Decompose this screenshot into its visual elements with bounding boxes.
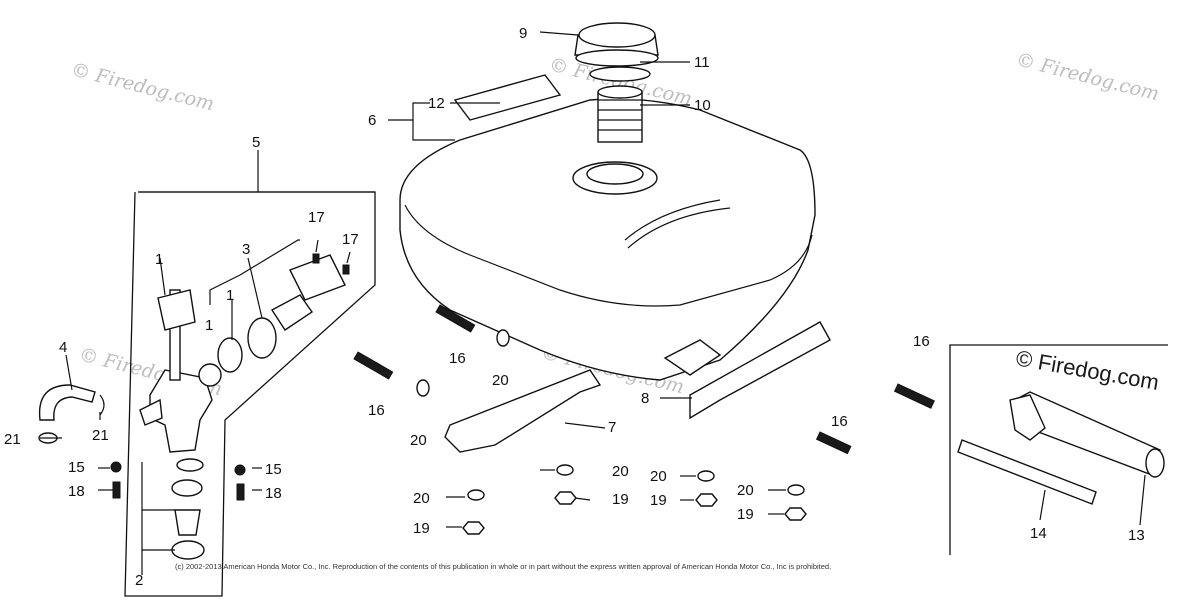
callout-4: 4 [59,339,67,356]
callouts: 9 11 10 12 6 5 17 17 3 1 1 1 4 21 21 15 … [4,25,1145,589]
filter-ring [171,540,205,560]
callout-19: 19 [612,491,629,508]
bolt [815,431,852,455]
washer [697,470,715,482]
valve-bracket [157,289,196,331]
callout-19: 19 [650,492,667,509]
copyright-notice: (c) 2002-2013 American Honda Motor Co., … [175,562,831,571]
callout-20: 20 [492,372,509,389]
callout-17: 17 [308,209,325,226]
washer [556,464,574,476]
washer [234,464,246,476]
callout-14: 14 [1030,525,1047,542]
packing-plate [270,294,313,331]
callout-16: 16 [913,333,930,350]
callout-21: 21 [4,431,21,448]
callout-3: 3 [242,241,250,258]
bolt [893,383,935,409]
strainer-pipe [169,289,181,381]
callout-18: 18 [68,483,85,500]
tank-hardware [353,304,935,535]
fuel-hose [38,384,96,421]
washer [787,484,805,496]
wrench-handle-bar [957,439,1097,505]
callout-1: 1 [205,317,213,334]
washer [467,489,485,501]
tank-shell [399,98,816,381]
screw [342,264,350,275]
fuel-valve-body [149,369,213,453]
watermark: © Firedog.com [69,59,217,116]
callout-18: 18 [265,485,282,502]
callout-19: 19 [413,520,430,537]
callout-12: 12 [428,95,445,112]
tool-kit-group [949,344,1168,555]
fuel-cap-assembly [453,22,659,143]
valve-washer [198,363,222,387]
callout-5: 5 [252,134,260,151]
watermark: © Firedog.com [1014,49,1162,106]
callout-15: 15 [265,461,282,478]
sediment-cup [174,509,201,536]
callout-19: 19 [737,506,754,523]
callout-10: 10 [694,97,711,114]
leader-lines [40,31,1146,528]
caution-label [453,74,562,121]
callout-6: 6 [368,112,376,129]
tank-bracket [444,369,602,453]
watermark: © Firedog.com [1014,345,1161,395]
callout-20: 20 [413,490,430,507]
callout-11: 11 [694,54,710,71]
bolt [353,351,394,380]
valve-lever-plate [247,317,277,359]
screw [312,253,320,264]
callout-13: 13 [1128,527,1145,544]
tank-bracket [689,321,831,420]
fuel-tank [399,98,816,381]
washer [416,379,430,397]
nut [695,493,718,507]
valve-lever [139,398,163,426]
callout-16: 16 [831,413,848,430]
washer [496,329,510,347]
callout-20: 20 [410,432,427,449]
nut [554,491,577,505]
washer [110,461,122,473]
cap-packing [589,66,651,82]
bolt [435,304,476,333]
tube-clip [99,394,105,416]
callout-8: 8 [641,390,649,407]
callout-16: 16 [449,350,466,367]
o-ring [171,479,203,497]
callout-1: 1 [226,287,234,304]
wrench-hex-end [1009,394,1046,441]
fuel-valve-group [38,150,376,597]
bolt [112,481,121,499]
valve-gasket [217,337,243,373]
callout-20: 20 [737,482,754,499]
callout-21: 21 [92,427,109,444]
o-ring [176,458,204,472]
nut [462,521,485,535]
callout-20: 20 [612,463,629,480]
callout-16: 16 [368,402,385,419]
callout-1: 1 [155,251,163,268]
nut [784,507,807,521]
callout-20: 20 [650,468,667,485]
callout-17: 17 [342,231,359,248]
callout-7: 7 [608,419,616,436]
callout-15: 15 [68,459,85,476]
bolt [236,483,245,501]
callout-2: 2 [135,572,143,589]
callout-9: 9 [519,25,527,42]
